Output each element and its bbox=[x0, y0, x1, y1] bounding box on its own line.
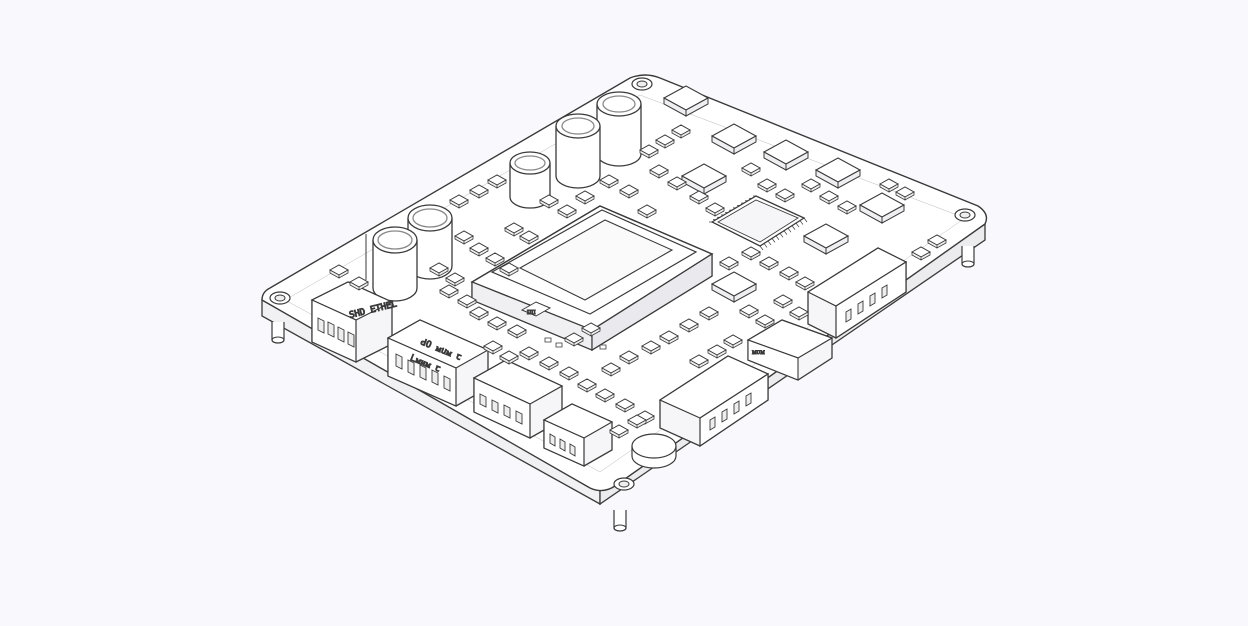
qfp-pin bbox=[776, 236, 779, 240]
qfp-pin bbox=[792, 226, 795, 230]
qfp-pin bbox=[796, 223, 799, 227]
header-connector-small: ᴍᴜᴍ bbox=[748, 320, 832, 380]
capacitor-c5 bbox=[556, 114, 600, 188]
terminal-connector-5 bbox=[660, 356, 768, 446]
electrolytic-capacitors bbox=[366, 92, 641, 301]
central-module: ᴨᴨ bbox=[472, 206, 712, 350]
terminal-connector-3 bbox=[474, 360, 562, 438]
module-marking: ᴨᴨ bbox=[527, 307, 536, 316]
terminal-connector-4 bbox=[544, 404, 612, 466]
qfp-pin bbox=[788, 228, 791, 232]
qfp-pin bbox=[804, 218, 807, 222]
qfp-pin bbox=[768, 241, 771, 245]
qfp-microcontroller bbox=[709, 196, 807, 250]
terminal-connector-6 bbox=[808, 248, 906, 338]
buzzer bbox=[632, 434, 676, 468]
qfp-pin bbox=[772, 238, 775, 242]
header-small-label: ᴍᴜᴍ bbox=[752, 348, 765, 356]
capacitor-c2 bbox=[366, 227, 417, 301]
qfp-pin bbox=[780, 233, 783, 237]
qfp-pin bbox=[800, 221, 803, 225]
qfp-pin bbox=[760, 246, 763, 250]
qfp-pin bbox=[764, 243, 767, 247]
capacitor-c4 bbox=[597, 92, 641, 166]
terminal-connector-2: ꓒO ᴍuᴍ ꞇ Ꮮᴍᴎᴍ ꞇ bbox=[388, 320, 488, 406]
terminal-connector-1: SHD ETHEL bbox=[312, 282, 399, 362]
qfp-pin bbox=[784, 231, 787, 235]
